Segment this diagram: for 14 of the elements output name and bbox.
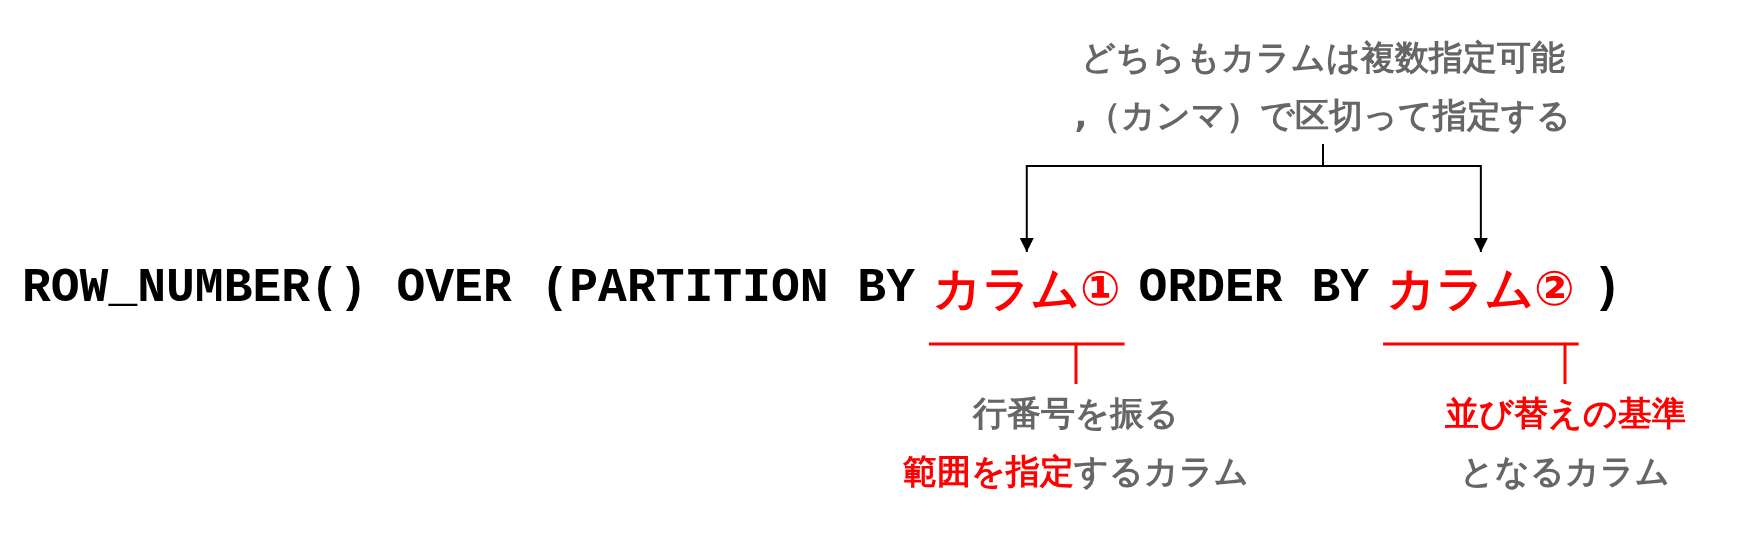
bracket-leader-line — [1381, 342, 1581, 386]
column-placeholder-text: カラム① — [932, 260, 1121, 316]
column-placeholder-text: カラム② — [1387, 260, 1575, 316]
annotation-text: 行番号を振る — [971, 392, 1180, 435]
annotation-text: 並び替えの基準 — [1444, 392, 1686, 435]
arrow — [1322, 143, 1488, 253]
annotation-text: ,（カンマ）で区切って指定する — [1074, 94, 1572, 137]
sql-code-text: ) — [1592, 260, 1622, 317]
bracket-leader-line — [927, 342, 1127, 386]
annotation-text: となるカラム — [1459, 450, 1671, 493]
sql-code-text: ORDER BY — [1138, 260, 1370, 317]
sql-code-text: ROW_NUMBER() OVER (PARTITION BY — [22, 260, 915, 317]
annotation-text: 範囲を指定するカラム — [903, 450, 1249, 493]
annotation-text: どちらもカラムは複数指定可能 — [1080, 36, 1566, 79]
